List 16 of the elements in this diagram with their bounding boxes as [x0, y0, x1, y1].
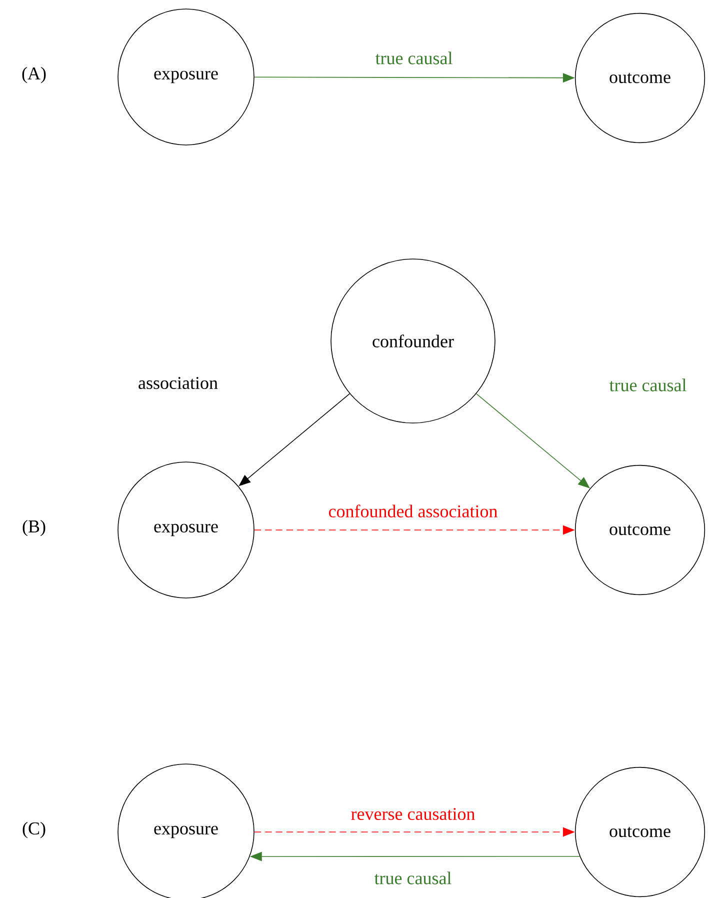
- edge-label: confounded association: [328, 504, 498, 518]
- edge-label: true causal: [609, 378, 686, 392]
- circle-node: outcome: [574, 464, 706, 596]
- circle-node: confounder: [330, 258, 496, 424]
- panel-label: (C): [22, 822, 46, 838]
- arrow: [476, 393, 590, 488]
- circle-node: outcome: [574, 12, 706, 144]
- edge-label: reverse causation: [351, 808, 475, 820]
- circle-node: outcome: [574, 766, 706, 898]
- edge-label: association: [138, 376, 218, 390]
- circle-node: exposure: [118, 8, 254, 146]
- circle-node: exposure: [118, 462, 254, 598]
- edge-label: true causal: [374, 872, 452, 884]
- panel-label: (B): [22, 520, 46, 536]
- edge-label: true causal: [375, 52, 452, 64]
- panel-label: (A): [22, 66, 46, 84]
